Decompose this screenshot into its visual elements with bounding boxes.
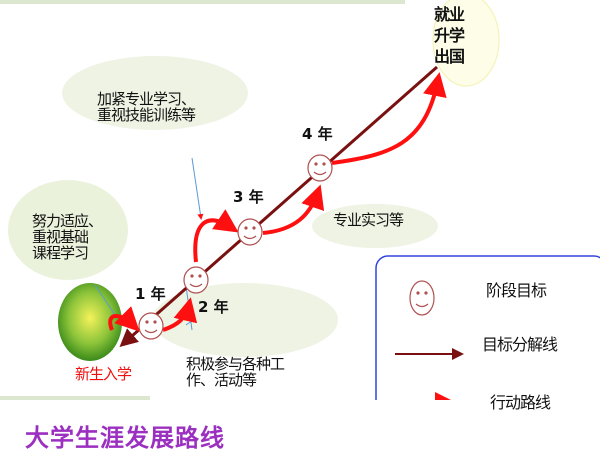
goal-label: 就业升学出国 xyxy=(434,5,465,66)
diagram-title: 大学生涯发展路线 xyxy=(25,424,225,452)
bubble-year3-text: 加紧专业学习、 重视技能训练等 xyxy=(97,90,196,124)
bubble-year4 xyxy=(312,204,438,248)
bottom-strip xyxy=(0,396,150,400)
year1-label: 1 年 xyxy=(135,285,166,303)
smiley-year4 xyxy=(307,154,333,182)
legend-action-route: 行动路线 xyxy=(490,393,551,412)
top-strip xyxy=(0,0,405,4)
bubble-year2 xyxy=(152,283,338,357)
stage-goal-smileys xyxy=(138,154,333,340)
diagram-canvas xyxy=(0,0,600,400)
bubble-year2-text: 积极参与各种工 作、活动等 xyxy=(186,355,285,389)
start-ball xyxy=(58,283,122,361)
action-route xyxy=(108,72,447,332)
year4-label: 4 年 xyxy=(302,125,333,143)
pointer-year3 xyxy=(191,157,204,220)
bubble-year1 xyxy=(8,180,128,280)
smiley-year1 xyxy=(138,312,164,340)
legend-smiley-icon xyxy=(409,280,435,316)
smiley-year3 xyxy=(237,218,263,246)
legend-goal-line: 目标分解线 xyxy=(482,335,558,354)
year2-label: 2 年 xyxy=(198,298,229,316)
smiley-year2 xyxy=(183,266,209,294)
goal-decomposition-line xyxy=(119,65,438,347)
bubble-year3 xyxy=(62,56,248,130)
legend-stage-goal: 阶段目标 xyxy=(486,281,547,300)
bubble-year1-text: 努力适应、 重视基础 课程学习 xyxy=(32,212,103,262)
start-label: 新生入学 xyxy=(75,365,132,383)
goal-ellipse xyxy=(432,0,500,87)
bubble-year4-text: 专业实习等 xyxy=(333,211,404,229)
pointer-year1 xyxy=(94,284,116,316)
legend-box xyxy=(375,255,600,400)
year3-label: 3 年 xyxy=(233,188,264,206)
